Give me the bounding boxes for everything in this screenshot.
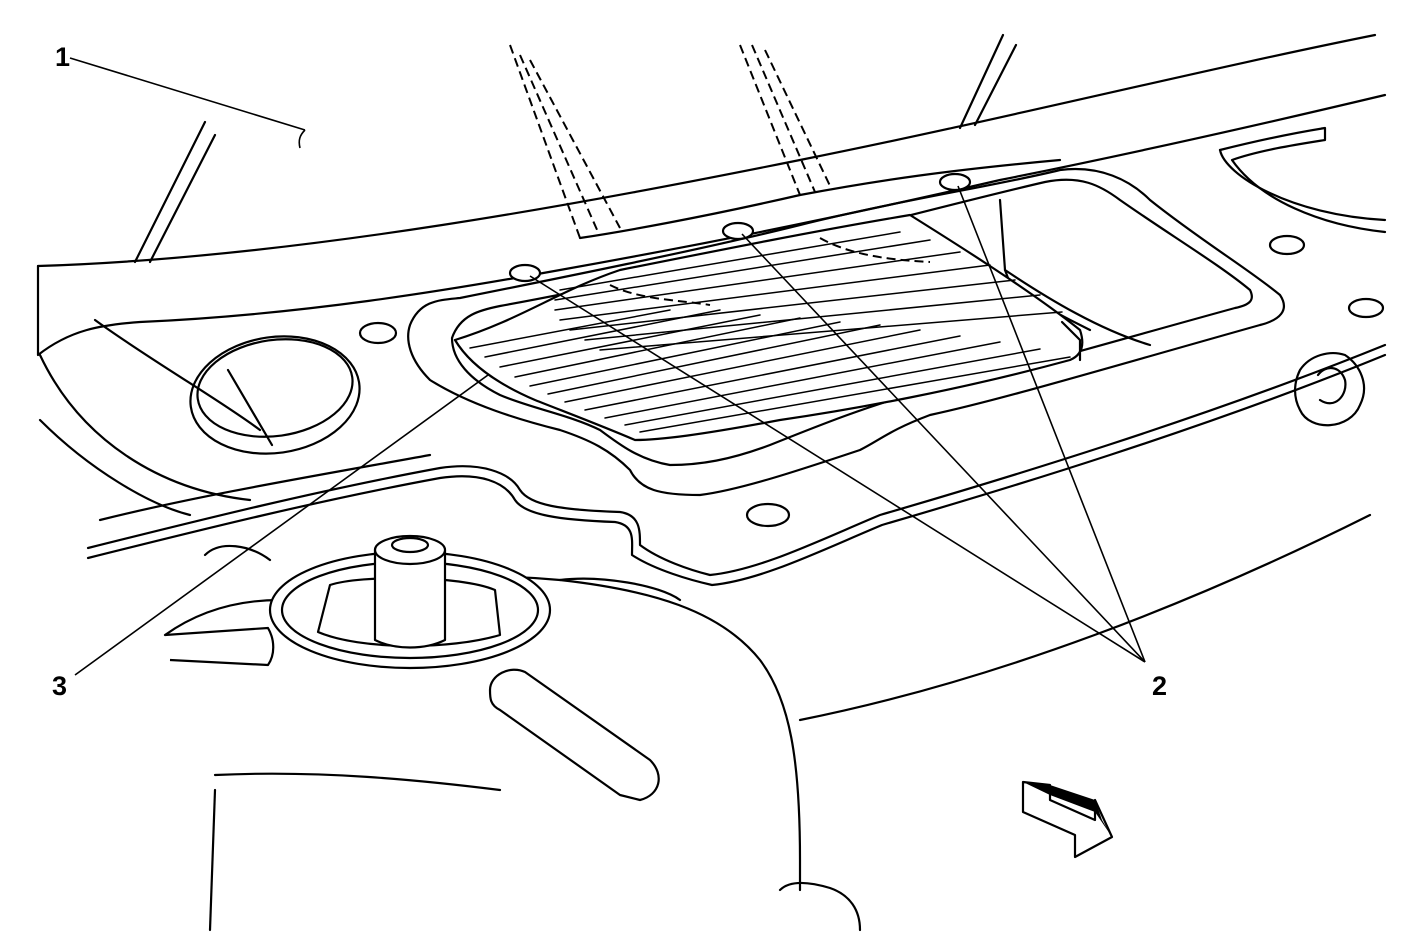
cowl-holes (358, 234, 1385, 528)
cowl-panel (36, 93, 1387, 357)
callout-leaders (69, 57, 1146, 676)
strut-mount (163, 534, 862, 932)
callout-1: 1 (55, 42, 70, 72)
callout-3: 3 (52, 671, 67, 701)
wiper-arm-dashed (509, 44, 833, 239)
retainer-holes (508, 172, 972, 283)
filter-housing (86, 168, 1387, 587)
windshield-lines (133, 33, 1018, 264)
callout-2: 2 (1152, 671, 1167, 701)
forward-arrow-icon (1021, 780, 1114, 859)
cowl-vent-opening (189, 335, 361, 455)
cabin-air-filter (453, 213, 1084, 442)
cowl-panel-top-edge (36, 33, 1377, 268)
